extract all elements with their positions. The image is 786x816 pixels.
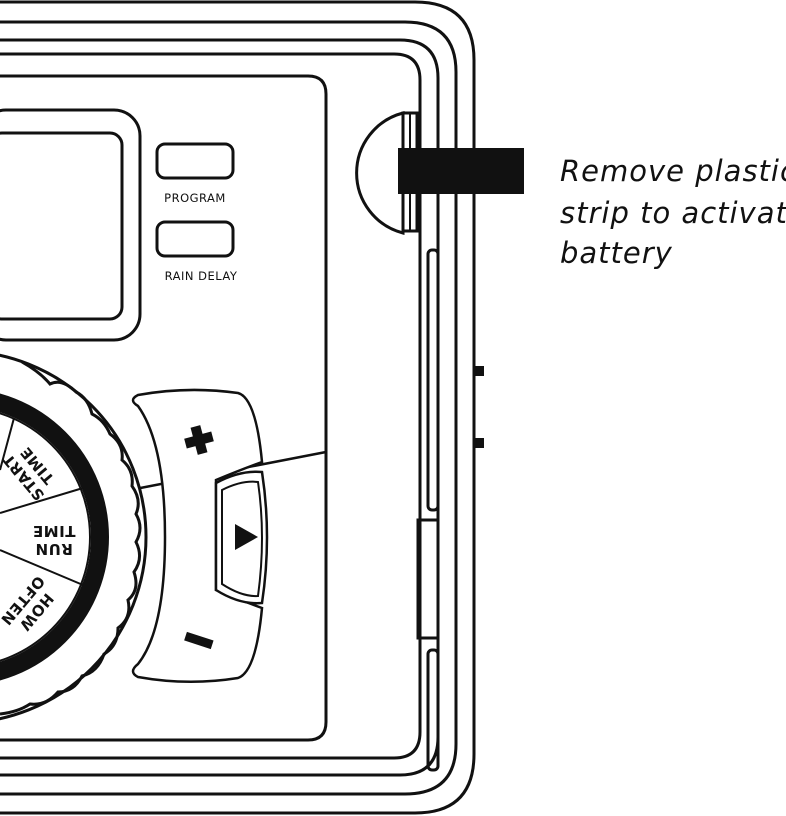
instruction-line-2: strip to activate <box>560 196 786 230</box>
side-notch-top <box>474 366 484 376</box>
instruction-line-3: battery <box>560 236 673 270</box>
rain-delay-button[interactable] <box>155 220 235 258</box>
plus-minus-rocker[interactable] <box>131 388 264 684</box>
lcd-screen <box>0 131 124 321</box>
instruction-line-1: Remove plastic <box>560 154 786 188</box>
program-button-label: PROGRAM <box>164 191 226 205</box>
minus-icon[interactable] <box>184 631 214 650</box>
plastic-pull-strip[interactable] <box>398 148 524 194</box>
instruction-callout: Remove plastic strip to activate battery <box>560 154 786 270</box>
housing-face-border <box>0 52 422 760</box>
dial-divider-top <box>0 417 15 471</box>
dial-divider-upper <box>0 487 84 514</box>
svg-text:RUN: RUN <box>35 540 73 558</box>
side-features <box>416 248 440 772</box>
battery-cover-bump <box>355 111 405 235</box>
program-button[interactable] <box>155 142 235 180</box>
dial-gear-edge <box>0 360 142 716</box>
faceplate-panel <box>0 74 328 742</box>
housing-outline-outer <box>0 0 476 815</box>
svg-text:TIME: TIME <box>33 522 76 540</box>
next-button-inner <box>221 480 263 598</box>
dial-face <box>0 406 91 668</box>
rain-delay-button-label: RAIN DELAY <box>165 269 238 283</box>
side-slot-lower <box>426 648 440 772</box>
rotary-dial[interactable] <box>0 349 148 725</box>
side-slot-upper <box>426 248 440 512</box>
lcd-display <box>0 108 142 342</box>
plus-icon[interactable] <box>184 425 214 455</box>
dial-divider-lower <box>0 549 84 586</box>
housing-outline-middle <box>0 20 458 796</box>
dial-black-band <box>0 388 109 686</box>
side-latch <box>416 518 440 640</box>
play-arrow-icon <box>235 524 258 550</box>
dial-run-time-label: RUN TIME <box>33 522 76 558</box>
side-notch-bottom <box>474 438 484 448</box>
